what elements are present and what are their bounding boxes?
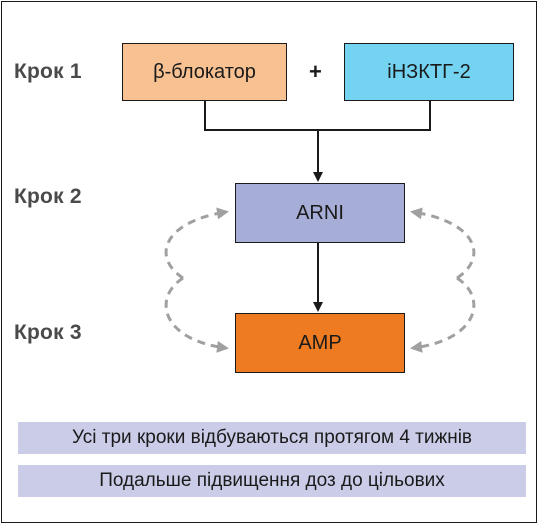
step-3-label: Крок 3 <box>14 321 82 344</box>
timeline-banner: Усі три кроки відбуваються протягом 4 ти… <box>18 422 526 454</box>
titration-banner: Подальше підвищення доз до цільових <box>18 465 526 497</box>
amp-box: AMP <box>235 313 405 373</box>
step-1-label: Крок 1 <box>14 60 82 83</box>
right-dashed-down-arrow <box>410 276 476 353</box>
right-dashed-up-arrow <box>410 207 476 280</box>
plus-sign: + <box>309 59 322 84</box>
arni-box: ARNI <box>235 183 405 243</box>
left-dashed-down-arrow <box>164 276 229 353</box>
step1-join-bracket <box>204 101 431 131</box>
step-2-label: Крок 2 <box>14 185 82 208</box>
sglt2-inhibitor-box: іНЗКТГ-2 <box>344 43 514 101</box>
beta-blocker-box: β-блокатор <box>122 43 287 101</box>
left-dashed-up-arrow <box>164 207 229 280</box>
